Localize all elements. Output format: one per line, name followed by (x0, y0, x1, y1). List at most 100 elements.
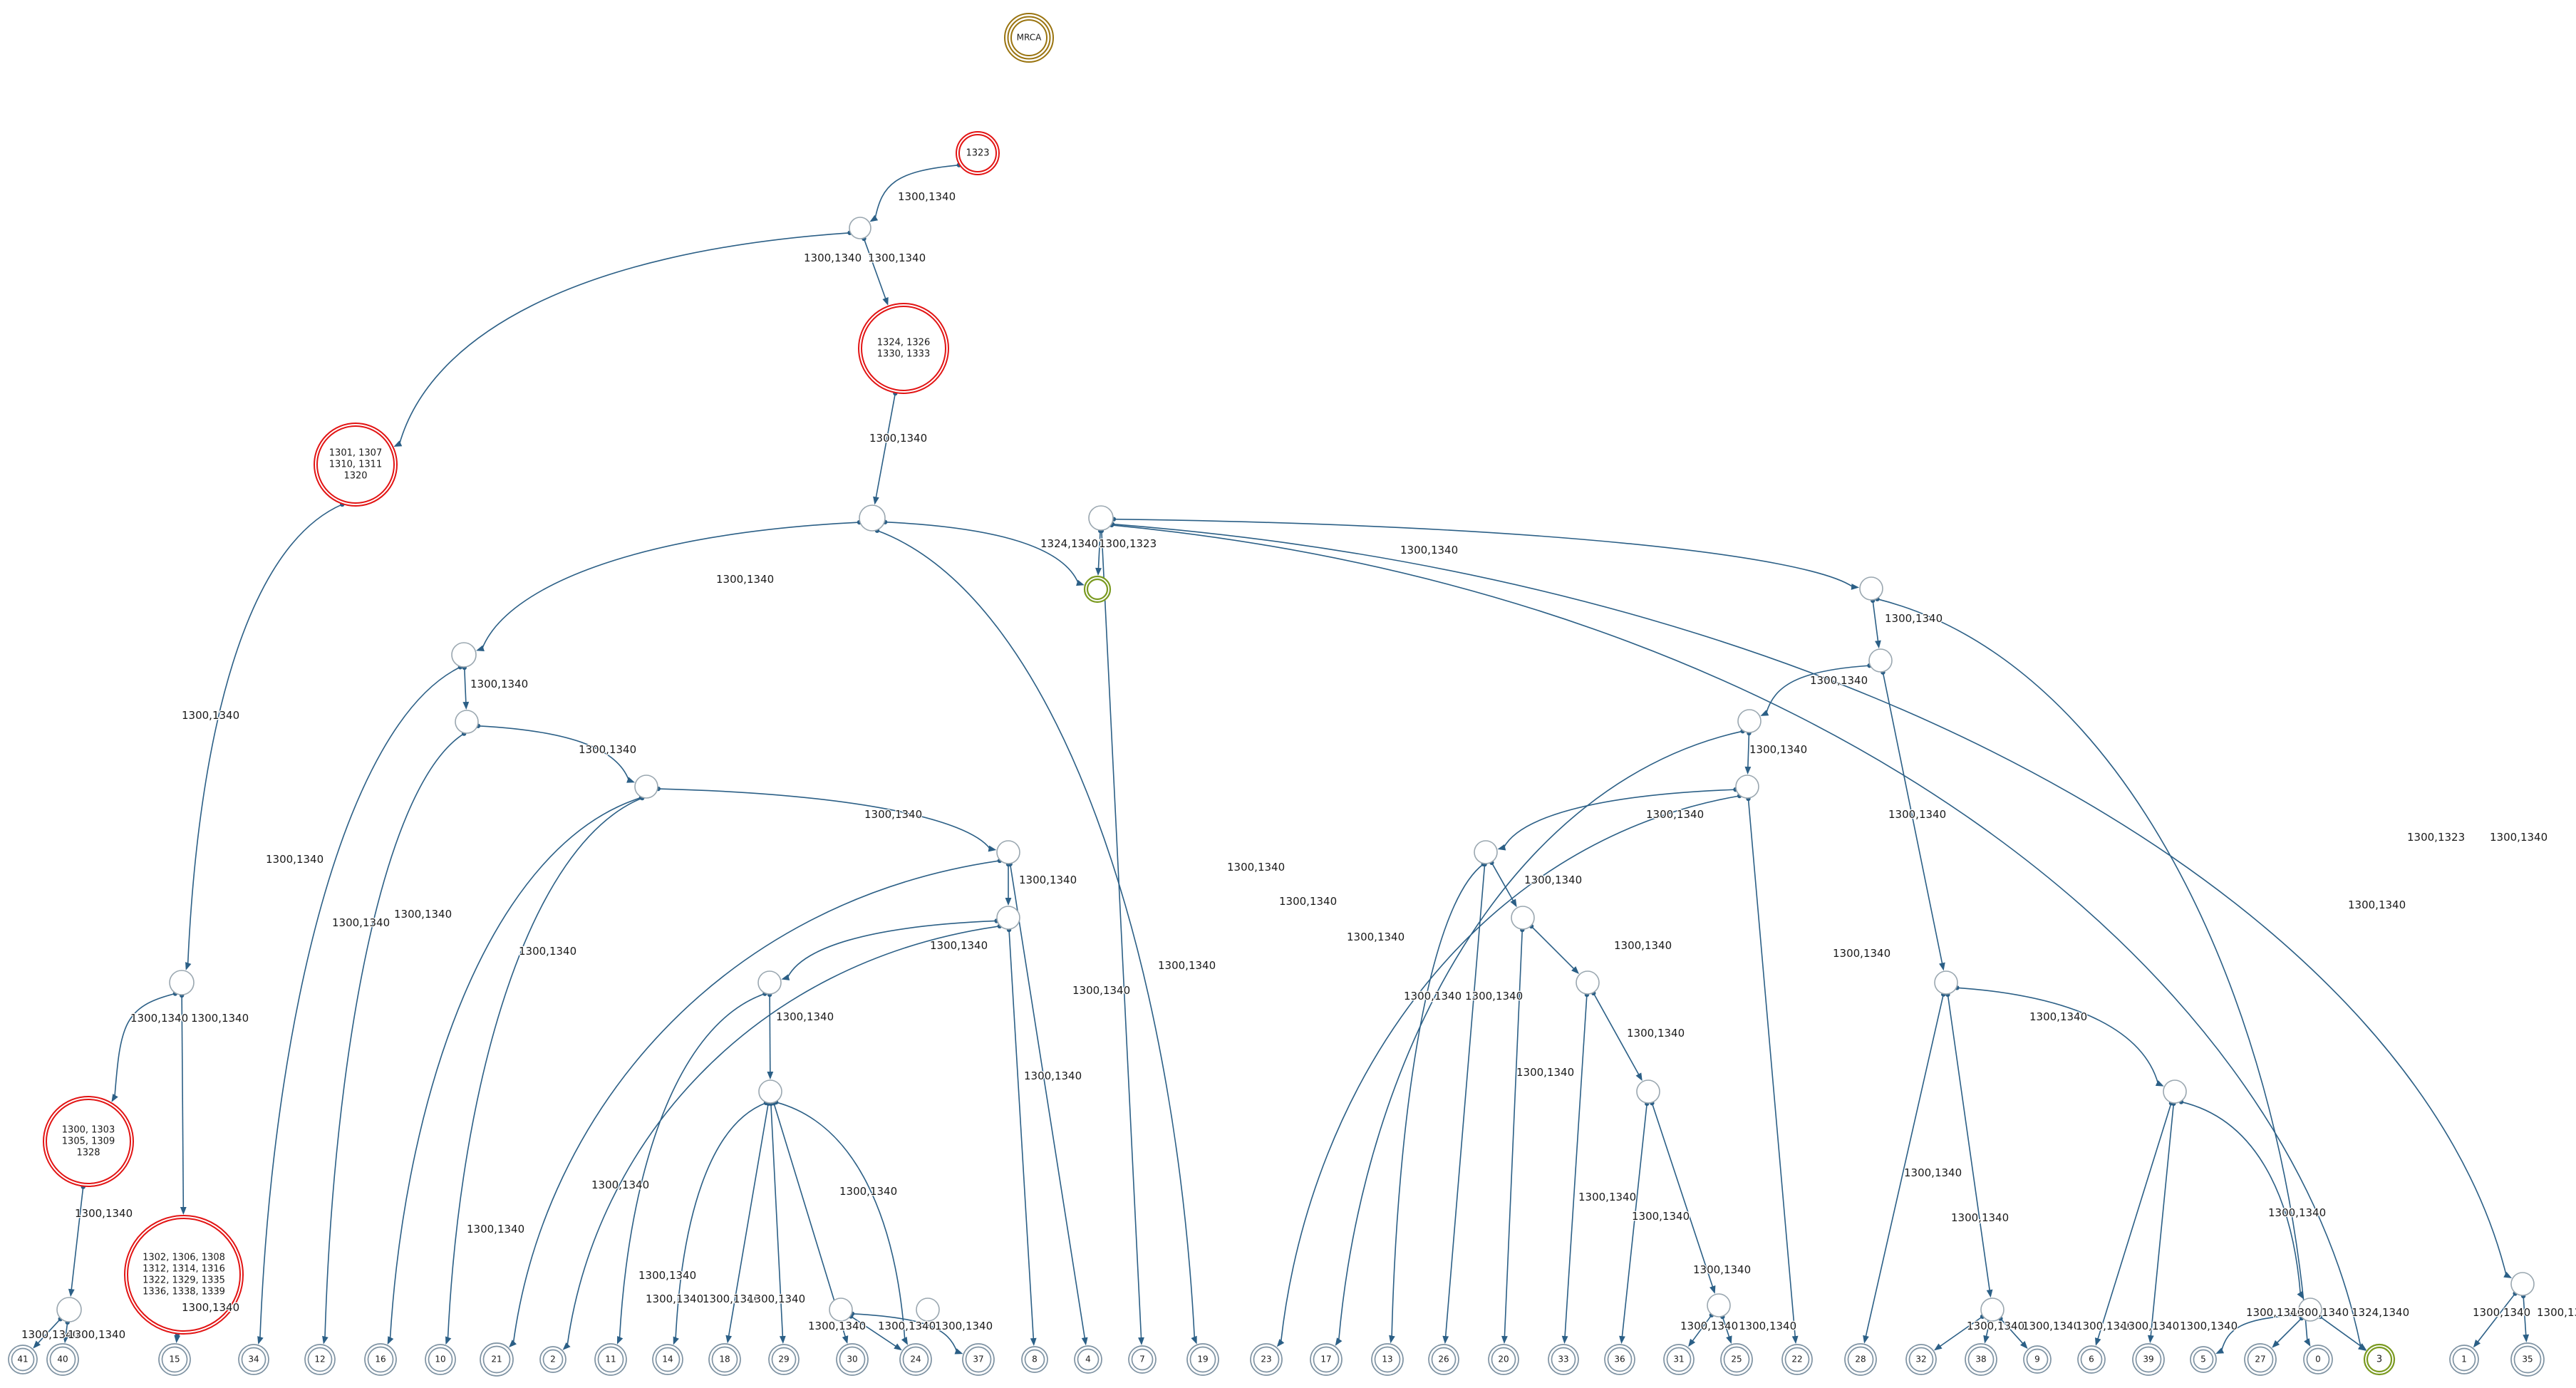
tree-edge (1985, 1321, 1990, 1337)
leaf-node[interactable]: 31 (1663, 1344, 1695, 1375)
leaf-node[interactable]: 1 (2449, 1345, 2479, 1374)
node-label: 31 (1673, 1355, 1684, 1364)
leaf-node[interactable]: 24 (899, 1343, 932, 1376)
edge-interval-label: 1300,1323 (1099, 537, 1157, 550)
internal-node[interactable] (2510, 1272, 2535, 1296)
internal-node[interactable] (1511, 906, 1535, 930)
leaf-node[interactable]: 8 (1021, 1346, 1048, 1373)
leaf-node[interactable]: 20 (1488, 1344, 1519, 1375)
tree-edge (658, 788, 991, 849)
leaf-node[interactable]: 0 (2303, 1345, 2333, 1374)
leaf-node[interactable]: 41 (8, 1345, 38, 1374)
leaf-node[interactable]: 12 (304, 1344, 336, 1375)
internal-node[interactable] (1707, 1293, 1731, 1317)
edge-arrowhead (873, 496, 879, 505)
internal-node[interactable] (1980, 1298, 2005, 1322)
internal-node[interactable] (2298, 1298, 2322, 1322)
leaf-node[interactable]: 19 (1186, 1343, 1219, 1376)
internal-node[interactable] (1088, 505, 1114, 531)
internal-node[interactable] (634, 775, 658, 799)
node-ring (996, 906, 1020, 930)
tree-edge (770, 1103, 784, 1338)
leaf-node[interactable]: 10 (425, 1344, 456, 1375)
leaf-node[interactable]: 11 (594, 1343, 627, 1376)
internal-node[interactable] (2163, 1079, 2187, 1104)
node-label: 8 (1032, 1355, 1038, 1364)
internal-node[interactable] (1737, 709, 1762, 733)
edge-interval-label: 1300,1340 (591, 1179, 649, 1191)
node-ring (1980, 1298, 2005, 1322)
leaf-node[interactable]: 37 (962, 1343, 995, 1376)
mrca-node[interactable]: MRCA (1004, 13, 1054, 63)
node-ring (46, 1099, 131, 1184)
node-label: 14 (662, 1355, 673, 1364)
internal-node[interactable] (1474, 840, 1498, 864)
leaf-node[interactable]: 4 (1074, 1345, 1102, 1374)
internal-node[interactable] (455, 710, 479, 734)
leaf-node[interactable]: 32 (1905, 1344, 1937, 1375)
leaf-node[interactable]: 29 (768, 1344, 800, 1375)
leaf-node[interactable]: 28 (1844, 1343, 1877, 1376)
leaf-node[interactable]: 13 (1371, 1343, 1404, 1376)
leaf-node[interactable]: 25 (1720, 1343, 1753, 1376)
internal-node[interactable] (757, 970, 782, 995)
leaf-node[interactable]: 17 (1310, 1343, 1343, 1376)
leaf-node[interactable]: 40 (46, 1343, 79, 1376)
internal-node[interactable] (1868, 648, 1893, 673)
highlighted-node[interactable]: 3 (2363, 1343, 2396, 1376)
edge-arrowhead (462, 701, 470, 710)
leaf-node[interactable]: 35 (2510, 1342, 2545, 1377)
leaf-node[interactable]: 27 (2244, 1343, 2277, 1376)
edge-arrowhead (2147, 1335, 2154, 1344)
internal-node[interactable] (859, 504, 886, 532)
leaf-node[interactable]: 7 (1128, 1345, 1157, 1374)
leaf-node[interactable]: 5 (2190, 1346, 2217, 1373)
leaf-node[interactable]: 21 (480, 1342, 514, 1377)
leaf-node[interactable]: 2 (539, 1346, 567, 1373)
infected-host-node[interactable]: 1323 (956, 131, 1000, 175)
leaf-node[interactable]: 16 (364, 1343, 397, 1376)
leaf-node[interactable]: 34 (238, 1344, 269, 1375)
leaf-node[interactable]: 33 (1548, 1344, 1579, 1375)
leaf-node[interactable]: 6 (2077, 1345, 2106, 1374)
internal-node[interactable] (56, 1297, 82, 1322)
leaf-node[interactable]: 39 (2132, 1343, 2165, 1376)
tree-edge (481, 522, 860, 649)
internal-node[interactable] (849, 217, 871, 239)
internal-node[interactable] (451, 642, 477, 668)
leaf-node[interactable]: 38 (1965, 1343, 1997, 1376)
edge-arrowhead (882, 296, 889, 306)
leaf-node[interactable]: 14 (652, 1344, 683, 1375)
internal-node[interactable] (1859, 576, 1883, 601)
internal-node[interactable] (1735, 775, 1759, 799)
edge-arrowhead (2095, 1337, 2101, 1346)
tree-edge (1280, 795, 1740, 1342)
internal-node[interactable] (169, 970, 195, 995)
leaf-node[interactable]: 30 (836, 1343, 869, 1376)
highlighted-node[interactable] (1083, 575, 1112, 604)
internal-node[interactable] (829, 1298, 853, 1322)
edge-interval-label: 1324,1340 (2352, 1306, 2409, 1319)
node-label: 21 (491, 1355, 502, 1364)
leaf-node[interactable]: 36 (1604, 1344, 1635, 1375)
leaf-node[interactable]: 23 (1250, 1343, 1283, 1376)
node-ring (1784, 1347, 1810, 1372)
internal-node[interactable] (1636, 1079, 1660, 1104)
leaf-node[interactable]: 15 (158, 1343, 191, 1376)
leaf-node[interactable]: 18 (708, 1343, 741, 1376)
internal-node[interactable] (1934, 970, 1958, 995)
internal-node[interactable] (1576, 970, 1600, 995)
node-ring (1868, 648, 1893, 673)
leaf-node[interactable]: 22 (1781, 1344, 1813, 1375)
leaf-node[interactable]: 26 (1428, 1344, 1459, 1375)
edge-arrowhead (476, 645, 485, 651)
internal-node[interactable] (996, 906, 1020, 930)
internal-node[interactable] (758, 1079, 782, 1104)
internal-node[interactable] (996, 840, 1020, 864)
leaf-node[interactable]: 9 (2023, 1345, 2052, 1374)
internal-node[interactable] (916, 1298, 940, 1322)
